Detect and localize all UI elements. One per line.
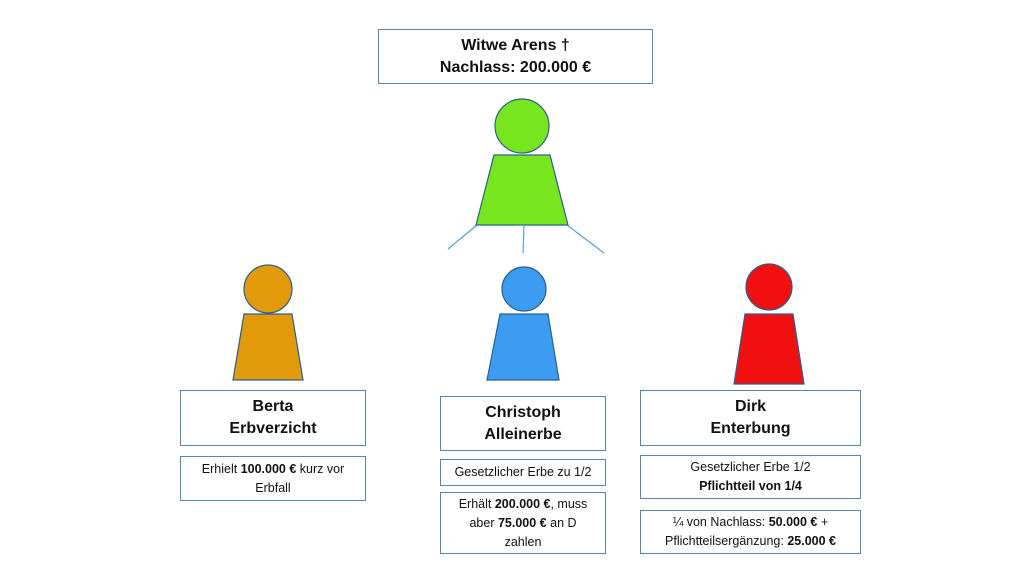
berta-title-box: Berta Erbverzicht — [180, 390, 366, 446]
berta-figure-icon — [232, 264, 304, 381]
dirk-head — [745, 263, 793, 311]
deceased-box: Witwe Arens † Nachlass: 200.000 € — [378, 29, 653, 84]
dirk-name: Dirk — [734, 398, 767, 415]
note-emphasis: 100.000 € — [240, 461, 297, 476]
dirk-body — [733, 313, 805, 385]
note-text: Gesetzlicher Erbe zu 1/2 — [455, 463, 592, 482]
berta-name: Berta — [252, 398, 294, 415]
dirk-title-box: Dirk Enterbung — [640, 390, 861, 446]
note-segment: Erhält — [458, 496, 495, 511]
berta-body — [232, 313, 304, 381]
deceased-body — [475, 154, 569, 226]
note-segment: Gesetzlicher Erbe 1/2 — [690, 460, 811, 474]
deceased-name: Witwe Arens † — [461, 36, 570, 54]
connector-right — [566, 224, 605, 254]
christoph-figure-icon — [486, 266, 560, 381]
christoph-body — [486, 313, 560, 381]
note-segment: + Pflichtteilsergänzung: — [665, 515, 829, 548]
berta-status: Erbverzicht — [229, 420, 317, 437]
berta-note-1: Erhielt 100.000 € kurz vor Erbfall — [180, 456, 366, 501]
note-emphasis: 25.000 € — [787, 534, 836, 548]
connector-middle — [522, 225, 525, 254]
christoph-name: Christoph — [485, 403, 561, 421]
christoph-note-1: Gesetzlicher Erbe zu 1/2 — [440, 459, 606, 486]
note-segment: , muss aber — [469, 496, 588, 530]
note-segment: ¼ von Nachlass: — [672, 515, 769, 529]
connector-lines — [447, 224, 605, 254]
estate-value: Nachlass: 200.000 € — [439, 58, 592, 76]
dirk-status: Enterbung — [710, 420, 791, 437]
christoph-title-box: Christoph Alleinerbe — [440, 396, 606, 451]
deceased-figure-icon — [475, 98, 569, 226]
berta-head — [243, 264, 293, 314]
note-emphasis: Pflichtteil von 1/4 — [699, 479, 802, 493]
note-segment: Erhielt — [201, 461, 241, 476]
note-emphasis: 200.000 € — [494, 496, 551, 511]
christoph-note-2: Erhält 200.000 €, muss aber 75.000 € an … — [440, 492, 606, 554]
note-text: Erhielt 100.000 € kurz vor Erbfall — [187, 460, 359, 498]
note-emphasis: 50.000 € — [768, 515, 818, 529]
christoph-status: Alleinerbe — [484, 425, 562, 443]
note-text: ¼ von Nachlass: 50.000 € + Pflichtteilse… — [647, 513, 854, 551]
deceased-head — [494, 98, 550, 154]
note-segment: an D zahlen — [504, 515, 577, 549]
connector-left — [447, 224, 478, 250]
christoph-head — [501, 266, 547, 312]
dirk-note-2: ¼ von Nachlass: 50.000 € + Pflichtteilse… — [640, 510, 861, 554]
note-segment: kurz vor Erbfall — [255, 461, 345, 495]
note-emphasis: 75.000 € — [497, 515, 547, 530]
note-text: Erhält 200.000 €, muss aber 75.000 € an … — [453, 495, 593, 552]
dirk-figure-icon — [733, 263, 805, 385]
note-segment: Gesetzlicher Erbe zu 1/2 — [454, 465, 592, 479]
